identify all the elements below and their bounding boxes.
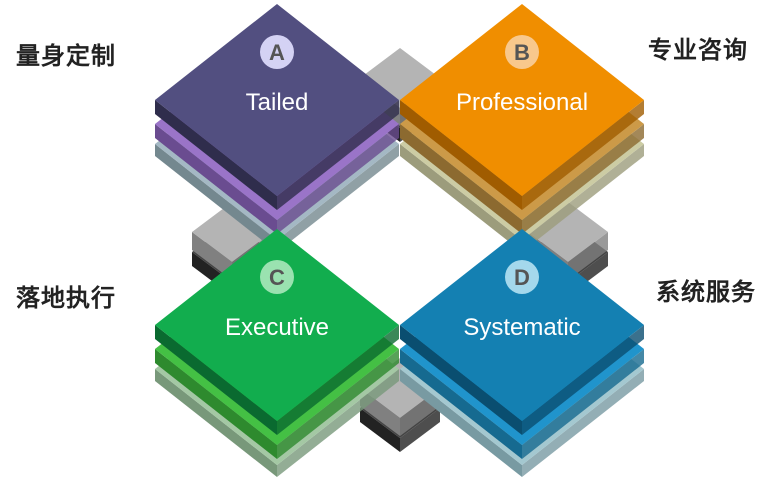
block-d-layer2-left-side [400, 349, 522, 459]
connector-right-side [568, 232, 608, 280]
block-a-letter: A [269, 40, 285, 65]
label-systematic: 系统服务 [656, 278, 756, 306]
block-a-badge [260, 35, 294, 69]
block-c-letter: C [269, 265, 285, 290]
block-c-layer2-right-side [277, 349, 399, 459]
block-c-layer1-left-side [155, 325, 277, 435]
block-c-label: Executive [225, 314, 329, 341]
block-d-letter: D [514, 265, 530, 290]
block-d-layer1-top [400, 229, 644, 421]
block-a: A Tailed [155, 4, 399, 252]
block-c-badge [260, 260, 294, 294]
block-a-layer3-right-side [277, 144, 399, 252]
block-b-layer1-left-side [400, 100, 522, 210]
block-c-layer2-left-side [155, 349, 277, 459]
connector-left-side [192, 232, 232, 280]
connector-base-left-side [360, 408, 400, 452]
block-b-layer2-left-side [400, 124, 522, 234]
block-c-layer1-right-side [277, 325, 399, 435]
block-a-layer3-left-side [155, 144, 277, 252]
label-tailored: 量身定制 [16, 42, 116, 70]
block-d-label: Systematic [463, 314, 580, 341]
block-a-layer2-left-side [155, 124, 277, 234]
block-d-layer1-right-side [522, 325, 644, 435]
block-b-layer2-right-side [522, 124, 644, 234]
block-a-layer1-left-side [155, 100, 277, 210]
block-d-layer3-left-side [400, 369, 522, 477]
block-c: C Executive [155, 229, 399, 477]
block-b-layer1-top [400, 4, 644, 196]
block-d-layer1-left-side [400, 325, 522, 435]
block-d-layer2-right-side [522, 349, 644, 459]
block-d: D Systematic [400, 229, 644, 477]
block-b-layer1-right-side [522, 100, 644, 210]
block-b: B Professional [400, 4, 644, 252]
block-b-letter: B [514, 40, 530, 65]
label-professional: 专业咨询 [648, 36, 748, 64]
connector-base-right-side [400, 408, 440, 452]
block-a-layer1-right-side [277, 100, 399, 210]
block-a-label: Tailed [246, 89, 309, 116]
block-a-layer1-top [155, 4, 399, 196]
block-b-badge [505, 35, 539, 69]
block-d-badge [505, 260, 539, 294]
block-c-layer1-top [155, 229, 399, 421]
block-a-layer2-right-side [277, 124, 399, 234]
label-execution: 落地执行 [16, 284, 116, 312]
block-b-layer3-left-side [400, 144, 522, 252]
block-b-layer3-right-side [522, 144, 644, 252]
block-c-layer3-left-side [155, 369, 277, 477]
block-c-layer3-right-side [277, 369, 399, 477]
block-b-label: Professional [456, 89, 588, 116]
block-d-layer3-right-side [522, 369, 644, 477]
